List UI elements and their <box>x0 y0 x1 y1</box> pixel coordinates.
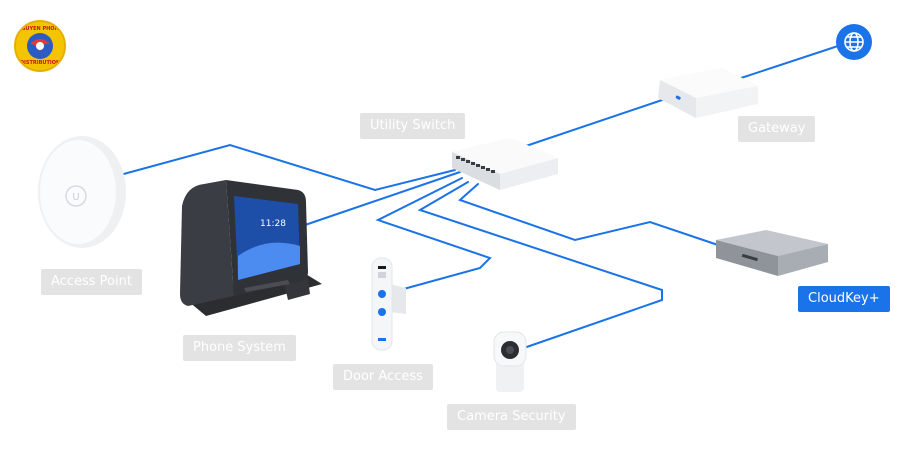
wire-camera <box>417 181 663 351</box>
logo-emblem-icon <box>27 33 53 59</box>
globe-icon <box>844 32 864 52</box>
internet-globe <box>836 24 872 60</box>
camera-device <box>493 331 527 392</box>
company-logo: NGUYEN PHONG DISTRIBUTION <box>14 20 66 72</box>
door-access-label: Door Access <box>333 364 433 390</box>
access-point-label: Access Point <box>41 269 142 295</box>
wire-phone <box>304 171 461 226</box>
logo-text-bottom: DISTRIBUTION <box>19 60 61 66</box>
gateway-device <box>658 68 758 118</box>
logo-text-top: NGUYEN PHONG <box>17 26 63 32</box>
gateway-label: Gateway <box>738 116 816 142</box>
phone-system-label: Phone System <box>183 335 296 361</box>
door-access-device <box>371 257 406 351</box>
phone-screen-time: 11:28 <box>260 219 286 229</box>
phone-system-device: 11:28 <box>180 180 322 316</box>
utility-switch-label: Utility Switch <box>360 113 466 139</box>
access-point-device: U <box>38 136 126 248</box>
cloudkey-device <box>716 230 828 276</box>
svg-text:U: U <box>72 192 79 203</box>
wire-gateway-switch <box>519 97 669 149</box>
utility-switch-device <box>452 138 558 190</box>
cloudkey-label: CloudKey+ <box>798 286 890 312</box>
wire-door-access <box>375 177 492 291</box>
camera-security-label: Camera Security <box>447 404 576 430</box>
wire-access-point <box>119 143 456 192</box>
wire-cloudkey <box>458 183 719 246</box>
wire-internet-gateway <box>734 45 839 81</box>
